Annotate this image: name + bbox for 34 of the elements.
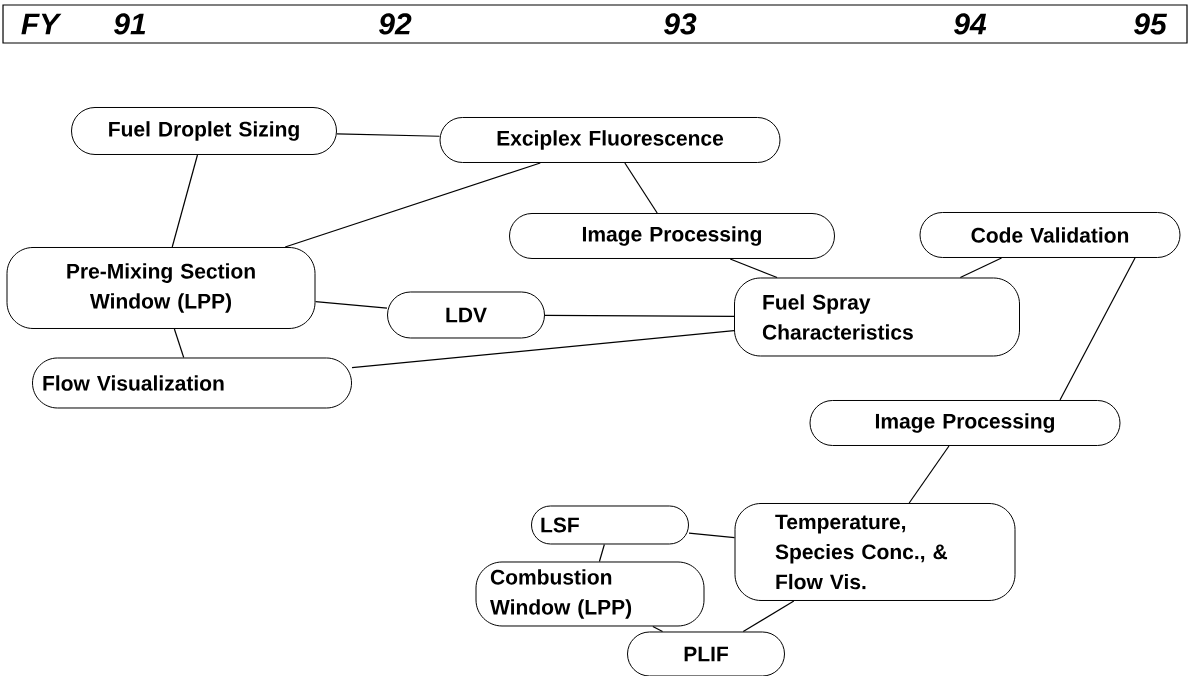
topic-box: LDV — [387, 291, 545, 339]
topic-box: Pre-Mixing Section Window (LPP) — [6, 247, 316, 329]
connector-line — [908, 445, 950, 504]
connector-line — [688, 532, 736, 539]
topic-box: Fuel Droplet Sizing — [71, 107, 337, 155]
connector-line — [742, 600, 795, 633]
connector-line — [652, 625, 664, 633]
year-label: 95 — [1134, 13, 1168, 35]
topic-box: Code Validation — [919, 212, 1181, 258]
topic-box: Temperature, Species Conc., & Flow Vis. — [734, 503, 1016, 601]
topic-box: Exciplex Fluorescence — [439, 117, 781, 163]
topic-box: Fuel Spray Characteristics — [734, 277, 1020, 357]
topic-box: Image Processing — [809, 400, 1121, 446]
topic-box: Combustion Window (LPP) — [475, 561, 705, 627]
year-label: 91 — [114, 13, 146, 35]
topic-box: Image Processing — [509, 213, 835, 259]
connector-line — [598, 543, 605, 563]
connector-line — [314, 301, 388, 309]
connector-line — [544, 314, 735, 317]
connector-line — [336, 133, 441, 137]
year-band — [2, 4, 1188, 44]
year-label: 94 — [954, 13, 987, 35]
connector-line — [173, 328, 185, 359]
year-label: 92 — [379, 13, 412, 35]
topic-box: Flow Visualization — [32, 357, 352, 409]
connector-line — [351, 330, 735, 369]
fiscal-year-label: FY — [21, 13, 62, 35]
topic-box: LSF — [531, 505, 689, 545]
connector-line — [624, 162, 658, 214]
connector-line — [284, 162, 541, 248]
topic-box: PLIF — [627, 631, 785, 676]
year-label: 93 — [664, 13, 697, 35]
connector-line — [171, 154, 199, 248]
connector-line — [1059, 257, 1136, 401]
